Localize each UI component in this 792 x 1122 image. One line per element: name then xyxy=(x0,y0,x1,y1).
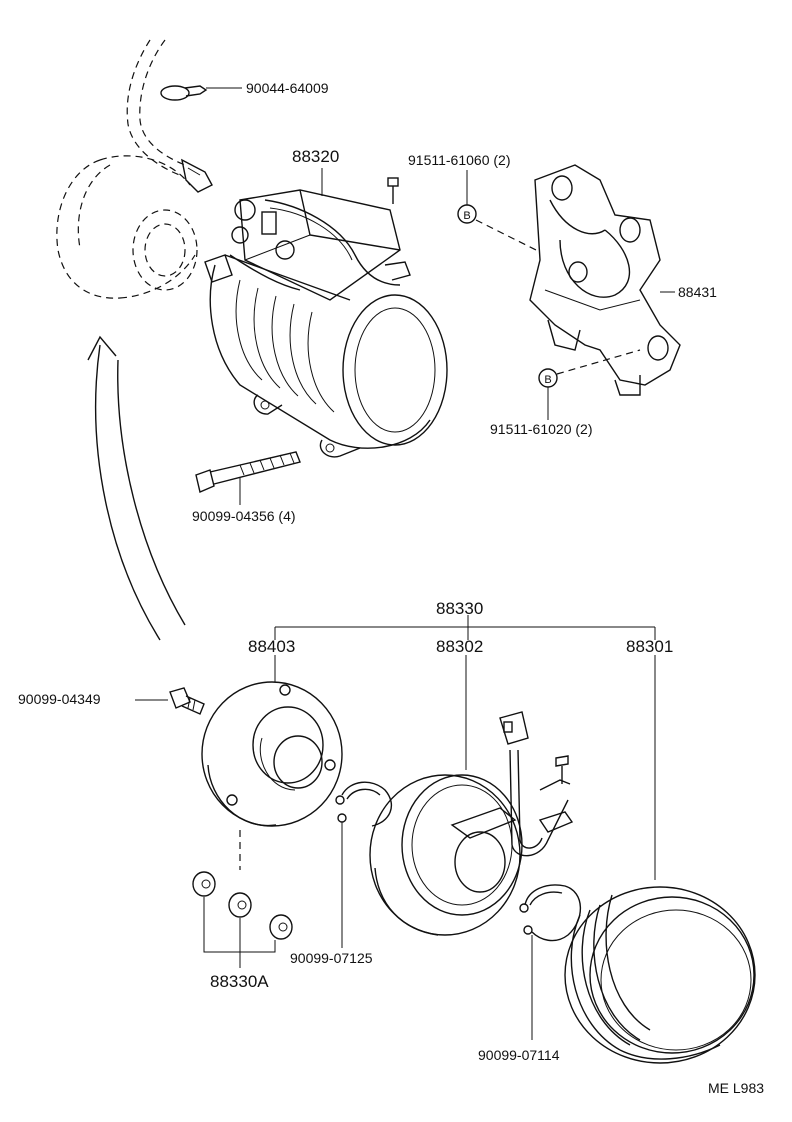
pulley-phantom xyxy=(56,155,198,299)
snap-ring-large-part xyxy=(519,884,582,1040)
pulley-label: 88301 xyxy=(626,637,673,656)
long-bolt-label: 90099-04356 (4) xyxy=(192,508,296,524)
bolt-b-upper-label: 91511-61060 (2) xyxy=(408,152,510,168)
shims-part xyxy=(192,871,293,968)
bolt-b-lower-callout: B xyxy=(538,349,641,420)
center-bolt-label: 90099-04349 xyxy=(18,691,101,707)
compressor-label: 88320 xyxy=(292,147,339,166)
wire-clip-label: 90044-64009 xyxy=(246,80,329,96)
compressor-body xyxy=(204,168,448,458)
center-bolt-part xyxy=(135,687,205,715)
long-bolt-part xyxy=(195,451,301,505)
wire-harness xyxy=(126,39,213,193)
snap-ring-small-label: 90099-07125 xyxy=(290,950,373,966)
bolt-b-lower-label: 91511-61020 (2) xyxy=(490,421,592,437)
pulley-part xyxy=(564,655,756,1064)
bracket-label: 88431 xyxy=(678,284,717,300)
snap-ring-small-part xyxy=(335,781,393,948)
callout-marker-b-lower: B xyxy=(544,374,551,386)
snap-ring-large-label: 90099-07114 xyxy=(478,1047,560,1063)
assembly-direction-arrow xyxy=(87,335,186,641)
shims-label: 88330A xyxy=(210,972,269,991)
wire-clip-part xyxy=(160,85,242,101)
clutch-assy-label: 88330 xyxy=(436,599,483,618)
drawing-code: ME L983 xyxy=(708,1080,764,1096)
compressor-bracket xyxy=(529,164,681,396)
stator-label: 88302 xyxy=(436,637,483,656)
clutch-assy-bracket xyxy=(274,615,656,640)
bolt-b-upper-callout: B xyxy=(457,170,541,253)
pressure-plate-label: 88403 xyxy=(248,637,295,656)
callout-marker-b-upper: B xyxy=(463,210,470,222)
pressure-plate-part xyxy=(201,655,343,870)
stator-part xyxy=(369,655,574,936)
